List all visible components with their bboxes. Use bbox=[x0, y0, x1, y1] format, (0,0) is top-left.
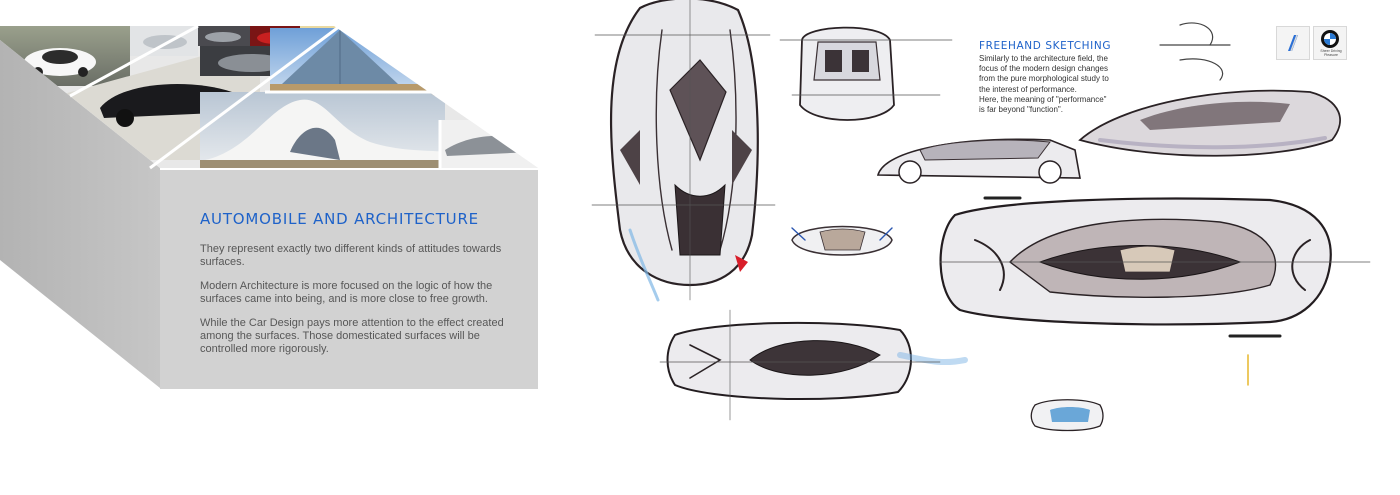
collage-dividers bbox=[69, 24, 445, 170]
photo-glass-pyramid bbox=[270, 28, 440, 96]
brand-tagline: Sheer Driving Pleasure bbox=[1320, 49, 1342, 57]
bmw-roundel-icon: Sheer Driving Pleasure bbox=[1313, 26, 1347, 60]
sketch-top-view-car-bottom bbox=[659, 309, 968, 421]
freehand-title: FREEHAND SKETCHING bbox=[979, 40, 1112, 52]
freehand-line: from the pure morphological study to bbox=[979, 74, 1109, 84]
freehand-line: Similarly to the architecture field, the bbox=[979, 54, 1108, 63]
photo-white-sports-car bbox=[0, 26, 130, 86]
sketch-side-view bbox=[876, 138, 1081, 184]
sketch-top-view-car-tall bbox=[591, 0, 776, 302]
info-panel bbox=[160, 170, 538, 389]
sketch-sheet bbox=[591, 0, 1371, 432]
sketch-top-view-car-large bbox=[939, 196, 1371, 386]
sketch-perspective-view bbox=[1078, 89, 1341, 157]
bmw-i-logo-icon bbox=[1276, 26, 1310, 60]
body-paragraph: Modern Architecture is more focused on t… bbox=[200, 280, 493, 305]
photo-silver-concept-car bbox=[440, 120, 538, 168]
sketch-arrow-doodle bbox=[1159, 22, 1231, 81]
freehand-line: is far beyond "function". bbox=[979, 105, 1063, 115]
body-paragraph: While the Car Design pays more attention… bbox=[200, 317, 504, 355]
freehand-line: focus of the modern design changes bbox=[979, 64, 1108, 74]
side-face bbox=[0, 40, 160, 388]
freehand-body: Similarly to the architecture field, the… bbox=[979, 54, 1139, 115]
sketch-small-front-view bbox=[791, 225, 893, 256]
left-graphic bbox=[0, 24, 538, 389]
freehand-line: the interest of performance. bbox=[979, 84, 1077, 94]
section-body: They represent exactly two different kin… bbox=[200, 243, 520, 367]
body-paragraph: They represent exactly two different kin… bbox=[200, 243, 502, 268]
section-title: AUTOMOBILE AND ARCHITECTURE bbox=[200, 210, 479, 228]
freehand-line: Here, the meaning of "performance" bbox=[979, 94, 1107, 104]
brand-logos: Sheer Driving Pleasure bbox=[1276, 26, 1348, 62]
sketch-small-model bbox=[1030, 399, 1104, 432]
sketch-rear-view bbox=[779, 26, 953, 121]
photo-curved-building bbox=[200, 92, 445, 168]
